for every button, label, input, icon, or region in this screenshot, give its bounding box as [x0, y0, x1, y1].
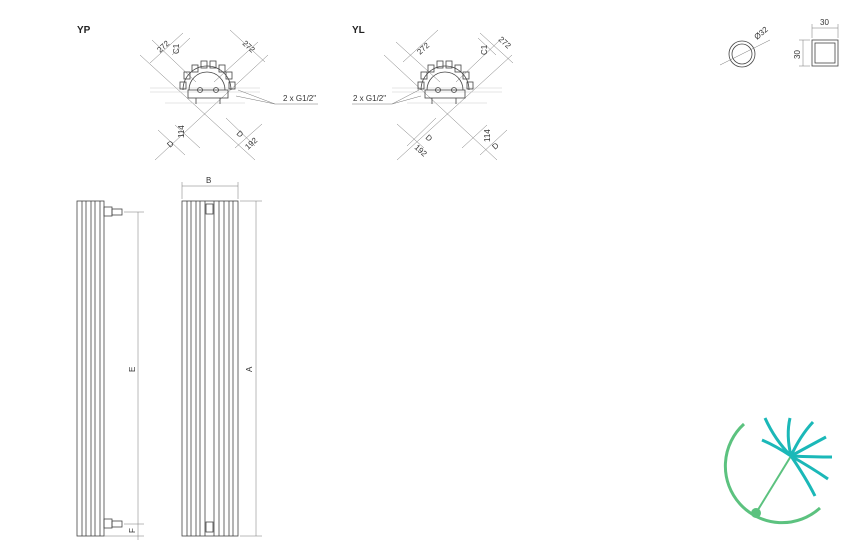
dandelion-logo	[723, 417, 833, 525]
yp-dim-c1: C1	[172, 43, 181, 54]
yl-dim-272-left: 272	[415, 40, 431, 56]
yp-dim-192: 192	[243, 135, 259, 151]
square-profile: 30 30	[793, 18, 839, 67]
axis-distance-label: E	[128, 367, 137, 372]
yl-dim-c1: C1	[480, 44, 489, 55]
round-diameter-label: Ø32	[753, 25, 771, 42]
yl-connection-label: 2 x G1/2"	[353, 94, 386, 103]
yp-dim-114: 114	[177, 125, 186, 138]
front-elevation: B A	[181, 176, 262, 537]
yp-dim-d-right: D	[235, 129, 245, 140]
side-elevation: E F	[76, 200, 144, 540]
yl-title: YL	[352, 25, 365, 36]
yp-top-view: YP 272	[77, 25, 318, 161]
yl-top-view: YL 272 272 C1 114 D	[352, 25, 514, 161]
yp-dim-272-left: 272	[155, 38, 171, 54]
yl-dim-114: 114	[483, 129, 492, 142]
bottom-offset-label: F	[128, 528, 137, 533]
yl-dim-d-left: D	[424, 133, 434, 144]
yl-dim-d-right: D	[490, 141, 500, 152]
height-label: A	[245, 366, 254, 372]
yp-connection-label: 2 x G1/2"	[283, 94, 316, 103]
yl-dim-272-right: 272	[497, 35, 513, 51]
yp-title: YP	[77, 25, 91, 36]
yl-dim-192: 192	[413, 143, 429, 159]
width-label: B	[206, 176, 211, 185]
yp-dim-d-left: D	[165, 139, 175, 150]
square-width-label: 30	[820, 18, 829, 27]
round-profile: Ø32	[719, 25, 771, 68]
square-height-label: 30	[793, 50, 802, 59]
